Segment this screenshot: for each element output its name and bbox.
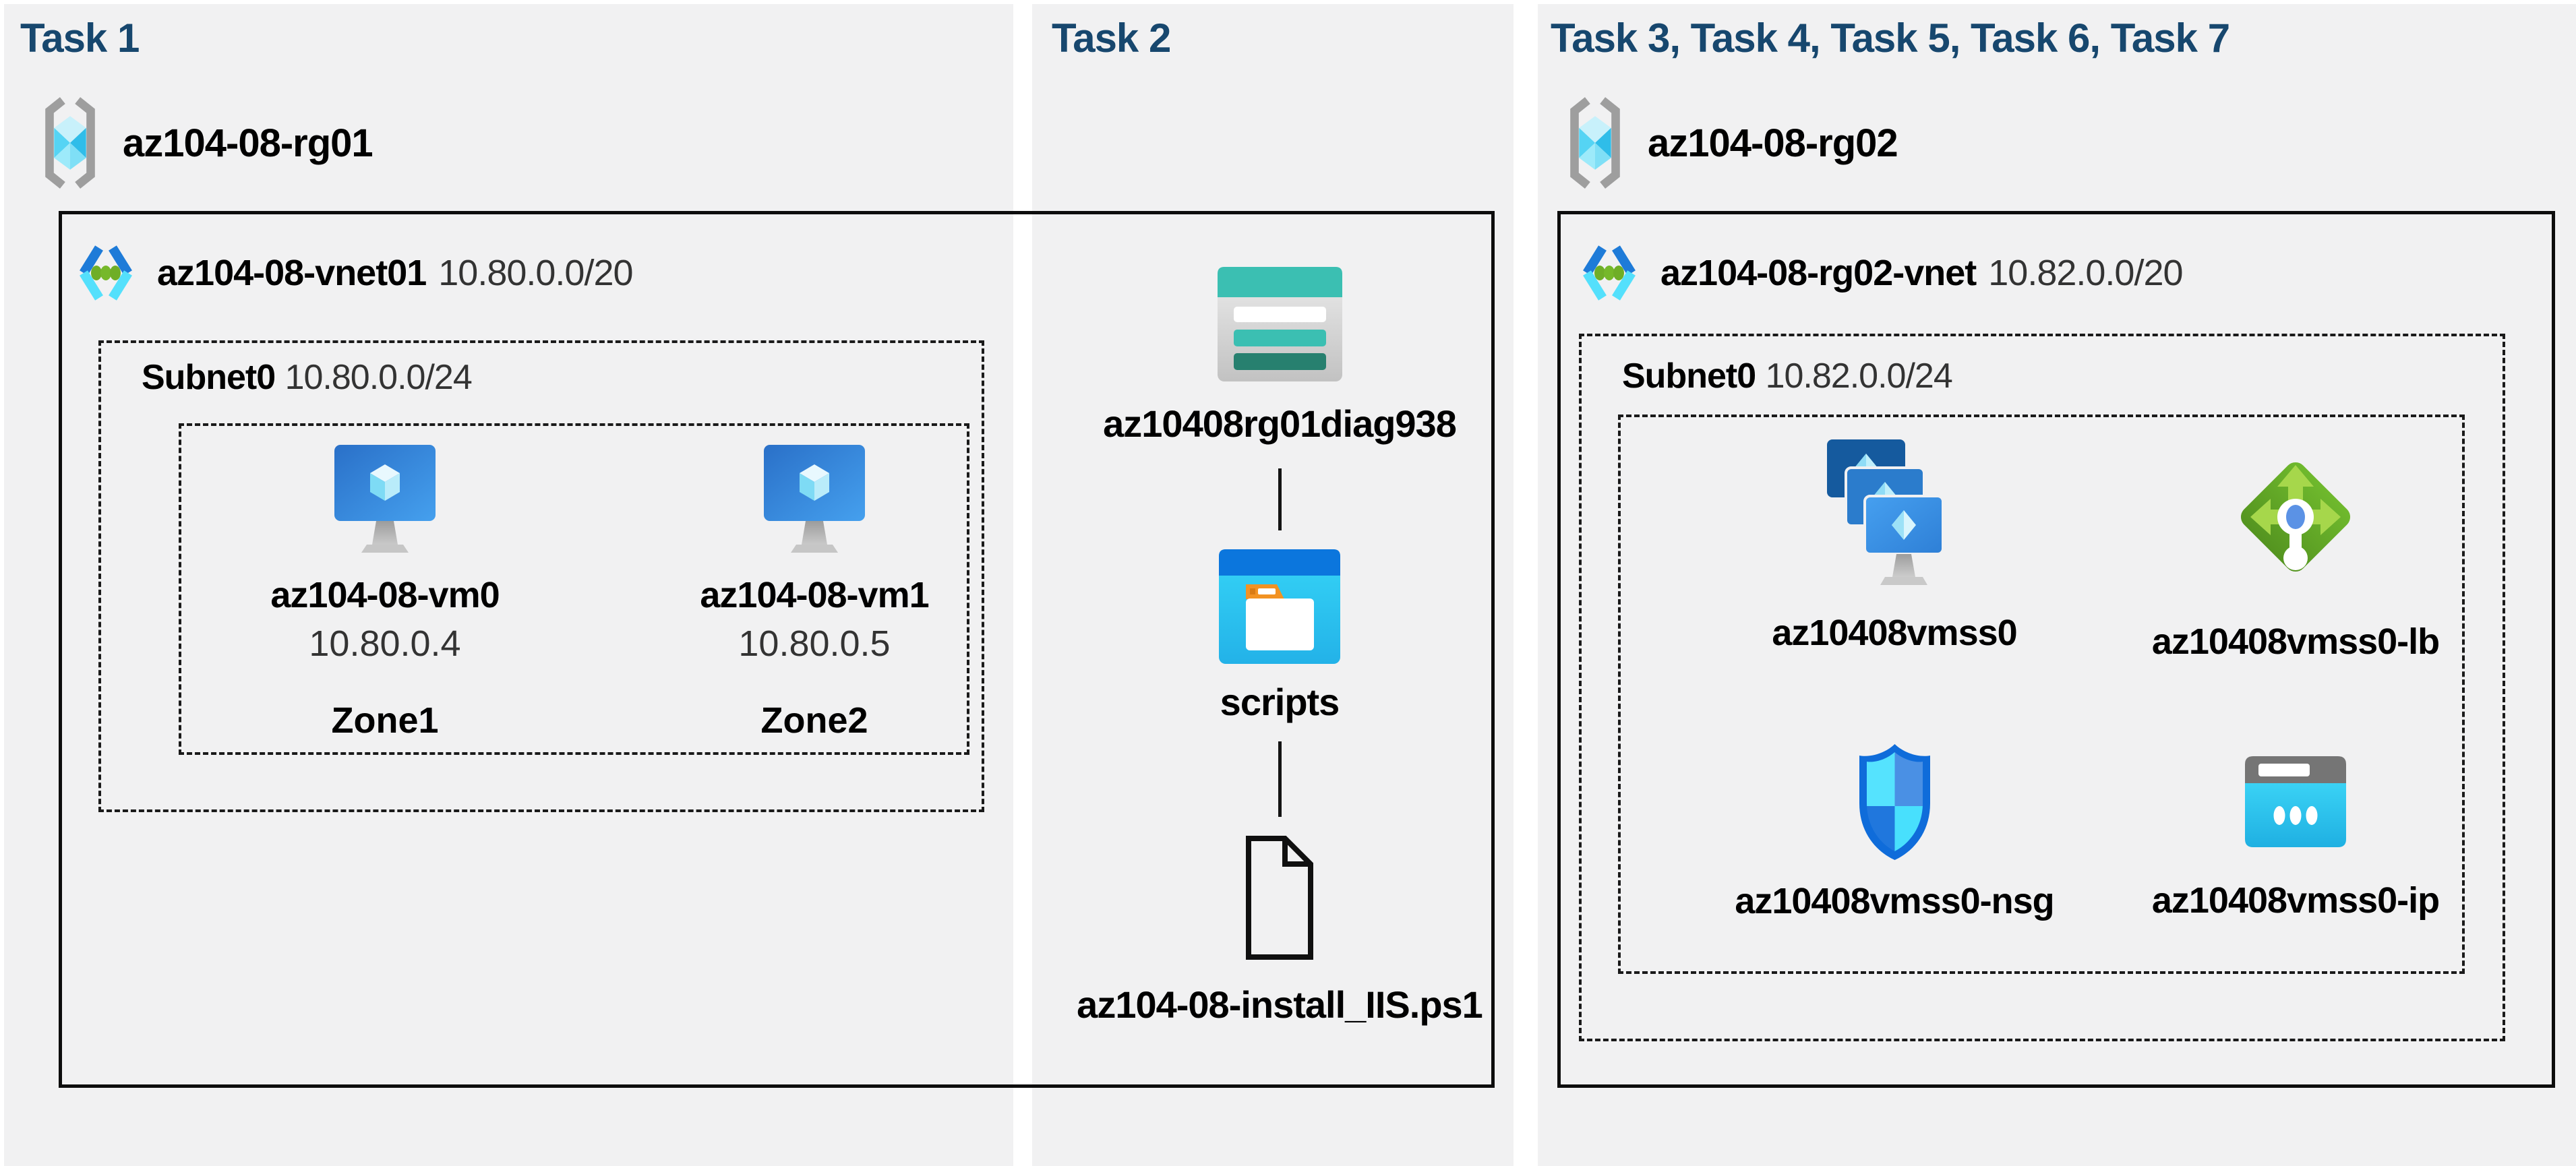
blob-container-icon	[1219, 549, 1340, 664]
public-ip-label: az10408vmss0-ip	[2151, 880, 2440, 921]
resource-group-icon	[1564, 96, 1626, 190]
subnet-box	[1579, 334, 2505, 1041]
load-balancer-item: az10408vmss0-lb	[2087, 445, 2505, 663]
vnet2-boundary-box	[1557, 211, 2555, 1088]
ps1-file-icon	[1243, 833, 1316, 962]
resource-group-label: az104-08-rg01	[123, 121, 373, 165]
vnet-name: az104-08-rg02-vnet	[1660, 253, 1977, 293]
load-balancer-label: az10408vmss0-lb	[2151, 621, 2440, 662]
vmss-resources-box	[1618, 415, 2465, 974]
vm-name: az104-08-vm1	[700, 575, 929, 615]
task1-panel	[4, 4, 1013, 1166]
availability-zones-box	[179, 423, 969, 755]
task1-heading: Task 1	[20, 16, 140, 61]
subnet-box	[98, 340, 984, 812]
ps1-file-label: az104-08-install_IIS.ps1	[1077, 983, 1483, 1026]
virtual-machine-icon	[764, 445, 865, 555]
vmss-item: az10408vmss0	[1685, 438, 2103, 654]
resource-group-label: az104-08-rg02	[1648, 121, 1898, 165]
vnet-cidr: 10.80.0.0/20	[438, 253, 633, 293]
virtual-machine-icon	[334, 445, 436, 555]
vm-zone: Zone2	[760, 700, 868, 741]
vm-name: az104-08-vm0	[270, 575, 500, 615]
nsg-icon	[1853, 741, 1937, 863]
public-ip-icon	[2245, 756, 2346, 847]
vm-ip: 10.80.0.5	[738, 623, 891, 664]
public-ip-item: az10408vmss0-ip	[2087, 756, 2505, 921]
subnet-name: Subnet0	[1622, 357, 1756, 396]
task2-stack: az10408rg01diag938 scripts	[1077, 267, 1483, 1026]
vnet-row: az104-08-rg02-vnet 10.82.0.0/20	[1581, 237, 2184, 309]
vm-item: az104-08-vm1 10.80.0.5 Zone2	[673, 445, 956, 741]
connector-line	[1278, 468, 1282, 530]
subnet-label: Subnet0 10.80.0.0/24	[142, 357, 473, 398]
nsg-item: az10408vmss0-nsg	[1685, 741, 2103, 922]
virtual-network-icon	[78, 237, 134, 309]
vmss-label: az10408vmss0	[1772, 613, 2017, 653]
nsg-label: az10408vmss0-nsg	[1735, 881, 2054, 921]
vm-zone: Zone1	[331, 700, 439, 741]
load-balancer-icon	[2231, 445, 2360, 590]
storage-account-icon	[1217, 267, 1342, 381]
storage-account-label: az10408rg01diag938	[1103, 402, 1457, 445]
vm-item: az104-08-vm0 10.80.0.4 Zone1	[243, 445, 527, 741]
scripts-container-label: scripts	[1220, 681, 1340, 723]
subnet-cidr: 10.82.0.0/24	[1765, 357, 1953, 396]
vnet-cidr: 10.82.0.0/20	[1988, 253, 2183, 293]
vnet-row: az104-08-vnet01 10.80.0.0/20	[78, 237, 634, 309]
vmss-icon	[1826, 438, 1964, 594]
vnet-name: az104-08-vnet01	[157, 253, 427, 293]
connector-line	[1278, 741, 1282, 817]
resource-group-icon	[39, 96, 101, 190]
subnet-label: Subnet0 10.82.0.0/24	[1622, 356, 1953, 396]
vnet1-boundary-box	[59, 211, 1495, 1088]
task2-heading: Task 2	[1052, 16, 1171, 61]
vm-ip: 10.80.0.4	[309, 623, 461, 664]
virtual-network-icon	[1581, 237, 1638, 309]
subnet-name: Subnet0	[142, 358, 276, 397]
subnet-cidr: 10.80.0.0/24	[284, 358, 473, 397]
resource-group-row: az104-08-rg02	[1564, 96, 1898, 190]
resource-group-row: az104-08-rg01	[39, 96, 373, 190]
task3-heading: Task 3, Task 4, Task 5, Task 6, Task 7	[1551, 16, 2230, 61]
